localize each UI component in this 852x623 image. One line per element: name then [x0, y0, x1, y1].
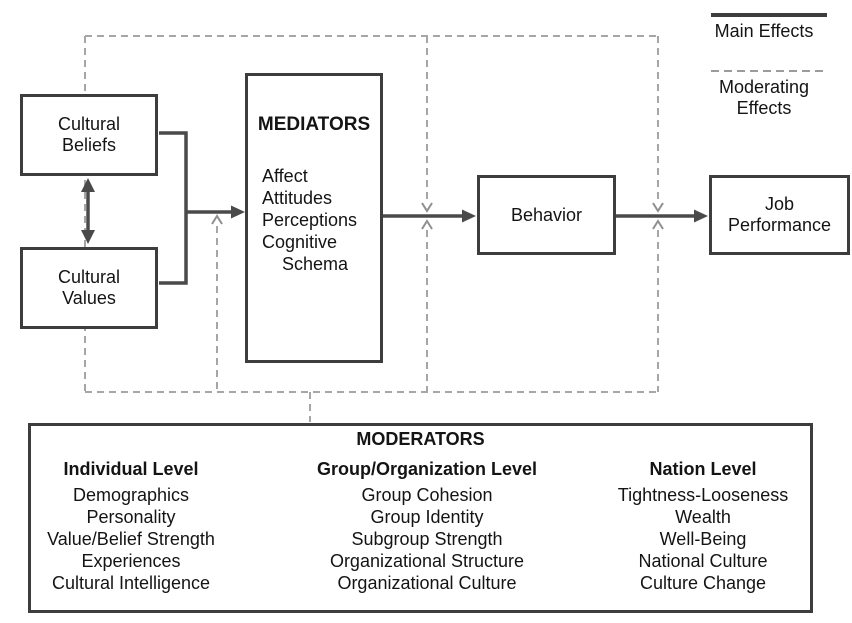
arrow-behavior-to-job-performance	[616, 209, 708, 223]
moderator-item: Wealth	[675, 507, 731, 527]
arrowhead-right-icon	[462, 209, 476, 223]
moderator-item: Demographics	[72, 485, 190, 505]
moderator-item: Group Identity	[370, 507, 484, 527]
moderator-item: Experiences	[81, 551, 181, 571]
behavior-label: Behavior	[510, 204, 583, 225]
behavior-box: Behavior	[477, 175, 616, 255]
mediator-item: Cognitive Schema	[262, 232, 349, 274]
moderation-arrowhead-up-junction2	[421, 219, 433, 230]
mediators-box: MEDIATORS Affect Attitudes Perceptions C…	[245, 73, 383, 363]
moderators-column-individual: Individual Level Demographics Personalit…	[31, 458, 231, 594]
moderators-title: MODERATORS	[356, 429, 485, 449]
mediators-title: MEDIATORS	[257, 114, 371, 135]
arrow-mediators-to-behavior	[383, 209, 476, 223]
mediators-list: Affect Attitudes Perceptions Cognitive S…	[248, 165, 380, 275]
moderator-item: Culture Change	[639, 573, 767, 593]
arrowhead-right-icon	[694, 209, 708, 223]
moderator-item: Personality	[86, 507, 176, 527]
moderator-item: Organizational Culture	[337, 573, 517, 593]
moderation-arrowhead-down-junction3	[652, 202, 664, 213]
arrowhead-right-icon	[231, 205, 245, 219]
moderator-item: Value/Belief Strength	[47, 529, 215, 549]
moderation-arrowhead-down-junction2	[421, 202, 433, 213]
moderation-arrowhead-up-junction1	[211, 214, 223, 225]
moderator-item: Tightness-Looseness	[617, 485, 789, 505]
legend-main-effects-label: Main Effects	[714, 21, 814, 41]
cultural-values-box: Cultural Values	[20, 247, 158, 329]
moderation-arrowhead-up-junction3	[652, 219, 664, 230]
moderators-box: MODERATORS Individual Level Demographics…	[28, 423, 813, 613]
double-arrow-beliefs-values	[81, 178, 95, 244]
column-header: Nation Level	[649, 459, 757, 479]
column-header: Group/Organization Level	[316, 459, 538, 479]
cultural-beliefs-box: Cultural Beliefs	[20, 94, 158, 176]
moderator-item: National Culture	[638, 551, 768, 571]
column-header: Individual Level	[63, 459, 199, 479]
mediator-item: Affect	[262, 166, 308, 186]
mediator-item: Attitudes	[262, 188, 333, 208]
cultural-beliefs-label: Cultural Beliefs	[57, 114, 121, 155]
moderator-item: Organizational Structure	[329, 551, 525, 571]
moderator-item: Cultural Intelligence	[51, 573, 211, 593]
cultural-values-label: Cultural Values	[57, 267, 121, 308]
job-performance-label: Job Performance	[727, 194, 832, 235]
legend-moderating-effects-label: Moderating Effects	[718, 77, 810, 118]
arrowhead-up-icon	[81, 178, 95, 192]
moderators-column-group-organization: Group/Organization Level Group Cohesion …	[277, 458, 577, 594]
job-performance-box: Job Performance	[709, 175, 850, 255]
mediator-item: Perceptions	[262, 210, 358, 230]
arrowhead-down-icon	[81, 230, 95, 244]
moderator-item: Well-Being	[659, 529, 747, 549]
moderator-item: Subgroup Strength	[351, 529, 503, 549]
moderators-column-nation: Nation Level Tightness-Looseness Wealth …	[578, 458, 828, 594]
beliefs-values-merge-bracket	[159, 131, 188, 285]
moderator-item: Group Cohesion	[361, 485, 493, 505]
arrow-culture-to-mediators	[186, 205, 245, 219]
